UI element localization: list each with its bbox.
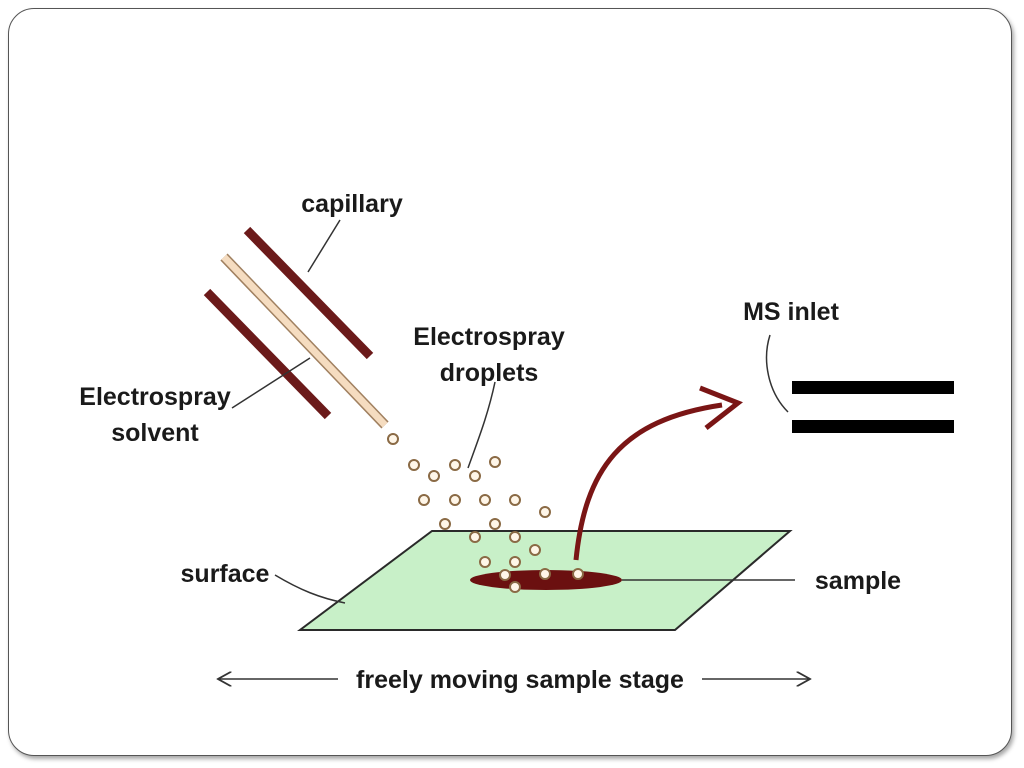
capillary-wall-lower <box>203 288 332 420</box>
stage-label: freely moving sample stage <box>356 666 684 694</box>
droplet <box>479 494 491 506</box>
droplet <box>439 518 451 530</box>
capillary-label: capillary <box>301 190 403 218</box>
droplet <box>449 459 461 471</box>
droplet <box>509 581 521 593</box>
droplet <box>489 456 501 468</box>
droplet <box>387 433 399 445</box>
capillary-leader <box>307 219 341 273</box>
surface-leader <box>274 574 346 604</box>
electrospray-droplets-label-line2: droplets <box>440 359 539 387</box>
droplet <box>408 459 420 471</box>
droplet <box>509 556 521 568</box>
droplet <box>529 544 541 556</box>
ms-inlet-label: MS inlet <box>743 298 840 326</box>
droplet <box>469 531 481 543</box>
droplet <box>572 568 584 580</box>
droplet <box>539 568 551 580</box>
ms-inlet-leader <box>765 334 789 413</box>
electrospray-solvent-label-line2: solvent <box>111 419 199 447</box>
droplet <box>539 506 551 518</box>
droplet <box>469 470 481 482</box>
desorption-arrow <box>573 402 723 561</box>
droplet <box>509 494 521 506</box>
droplet <box>499 569 511 581</box>
surface-label: surface <box>181 560 270 588</box>
electrospray-droplets-label-line1: Electrospray <box>413 323 565 351</box>
droplets <box>387 433 584 593</box>
leader-lines <box>231 219 795 604</box>
droplet <box>428 470 440 482</box>
droplet <box>489 518 501 530</box>
capillary-wall-upper <box>243 226 374 360</box>
desorption-arrowhead <box>699 385 743 430</box>
solvent-stream <box>221 254 388 428</box>
droplet <box>449 494 461 506</box>
droplet <box>479 556 491 568</box>
droplets-leader <box>467 381 496 469</box>
ms-inlet-lower <box>792 420 954 433</box>
ms-inlet-upper <box>792 381 954 394</box>
droplet <box>418 494 430 506</box>
droplet <box>509 531 521 543</box>
electrospray-solvent-label-line1: Electrospray <box>79 383 231 411</box>
solvent-leader <box>231 357 311 409</box>
sample-label: sample <box>815 567 901 595</box>
